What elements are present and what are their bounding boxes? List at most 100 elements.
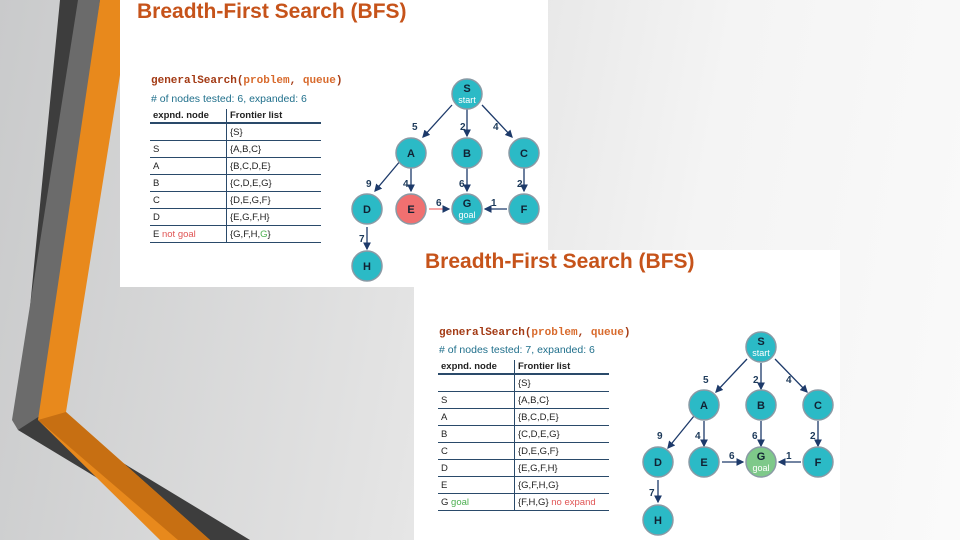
node-d: D [351,193,383,225]
node-s-sublabel: start [752,348,770,358]
node-c-label: C [814,400,822,412]
expanded-node: E [441,479,448,491]
table-row: {S} [150,123,321,141]
frontier-list: {A,B,C} [230,143,262,155]
node-e-label: E [700,457,707,469]
table-row: G goal{F,H,G} no expand [438,493,609,511]
weight-f-g: 1 [491,198,497,209]
frontier-list: {G,F,H,G} [518,479,559,491]
node-s: S start [745,331,777,363]
edge-s-c [774,358,808,393]
node-e-label: E [407,204,414,216]
cell-expanded-node: A [438,408,515,426]
node-s-sublabel: start [458,95,476,105]
function-call: generalSearch(problem, queue) [439,327,630,339]
cell-expanded-node: C [150,191,227,209]
param-separator: , [289,75,303,87]
table-header-row: expnd. node Frontier list [150,109,321,124]
node-c: C [508,137,540,169]
weight-s-c: 4 [786,375,792,386]
header-expanded-node: expnd. node [438,360,515,375]
slide-1: Breadth-First Search (BFS) generalSearch… [120,0,548,287]
function-name: generalSearch( [151,75,244,87]
node-a-label: A [700,400,708,412]
weight-a-e: 4 [695,431,701,442]
node-h-label: H [654,515,662,527]
table-row: E not goal{G,F,H,G} [150,225,321,243]
node-d-label: D [363,204,371,216]
table-row: E {G,F,H,G} [438,476,609,494]
cell-expanded-node: S [150,140,227,158]
expanded-node: D [153,211,160,223]
expanded-node: D [441,462,448,474]
table-row: B{C,D,E,G} [438,425,609,443]
edge-s-a [422,104,453,138]
table-row: S{A,B,C} [438,391,609,409]
weight-c-f: 2 [810,431,816,442]
weight-d-h: 7 [359,234,365,245]
cell-frontier: {G,F,H,G} [226,225,321,243]
search-graph: 5 2 4 9 4 6 2 6 1 7 S start A B C D [642,331,834,536]
cell-expanded-node [438,374,515,392]
node-d-label: D [654,457,662,469]
node-f-label: F [815,457,822,469]
cell-frontier: {C,D,E,G} [226,174,321,192]
node-note: not goal [159,228,196,240]
weight-a-d: 9 [657,431,663,442]
node-c-label: C [520,148,528,160]
cell-frontier: {D,E,G,F} [514,442,609,460]
node-a-label: A [407,148,415,160]
cell-expanded-node: C [438,442,515,460]
weight-f-g: 1 [786,451,792,462]
weight-a-e: 4 [403,179,409,190]
node-a: A [395,137,427,169]
node-b-label: B [757,400,765,412]
edge-s-c [481,104,513,138]
frontier-list: {F,H,G} [518,496,549,508]
frontier-list: {C,D,E,G} [518,428,560,440]
cell-expanded-node: B [438,425,515,443]
frontier-list: {A,B,C} [518,394,550,406]
cell-frontier: {B,C,D,E} [226,157,321,175]
table-row: B {C,D,E,G} [150,174,321,192]
table-row: A{B,C,D,E} [438,408,609,426]
cell-frontier: {G,F,H,G} [514,476,609,494]
weight-d-h: 7 [649,488,655,499]
cell-expanded-node: S [438,391,515,409]
node-h-label: H [363,261,371,273]
node-g: G goal [451,193,483,225]
edge-s-a [715,358,748,393]
table-row: S{A,B,C} [150,140,321,158]
node-s: S start [451,78,483,110]
frontier-list: {E,G,F,H} [518,462,558,474]
cell-expanded-node: A [150,157,227,175]
node-g-label: G [757,451,766,463]
weight-s-c: 4 [493,122,499,133]
weight-e-g: 6 [729,451,735,462]
expanded-node: C [153,194,160,206]
weight-c-f: 2 [517,179,523,190]
weight-e-g: 6 [436,198,442,209]
expanded-node: C [441,445,448,457]
cell-frontier: {A,B,C} [226,140,321,158]
node-g-sublabel: goal [458,210,475,220]
param-separator: , [577,327,591,339]
frontier-list-end: } [267,228,271,240]
node-b-label: B [463,148,471,160]
weight-s-a: 5 [703,375,709,386]
header-frontier-list: Frontier list [514,360,609,375]
node-h: H [642,504,674,536]
node-b: B [745,389,777,421]
header-frontier-list: Frontier list [226,109,321,124]
cell-frontier: {S} [514,374,609,392]
node-s-label: S [757,336,764,348]
cell-frontier: {B,C,D,E} [514,408,609,426]
frontier-list: {B,C,D,E} [518,411,559,423]
cell-frontier: {E,G,F,H} [514,459,609,477]
cell-expanded-node: D [438,459,515,477]
edge-a-d [667,415,695,450]
frontier-list: {S} [518,377,531,389]
node-note: goal [448,496,469,508]
expanded-node: B [153,177,160,189]
cell-frontier: {F,H,G} no expand [514,493,609,511]
